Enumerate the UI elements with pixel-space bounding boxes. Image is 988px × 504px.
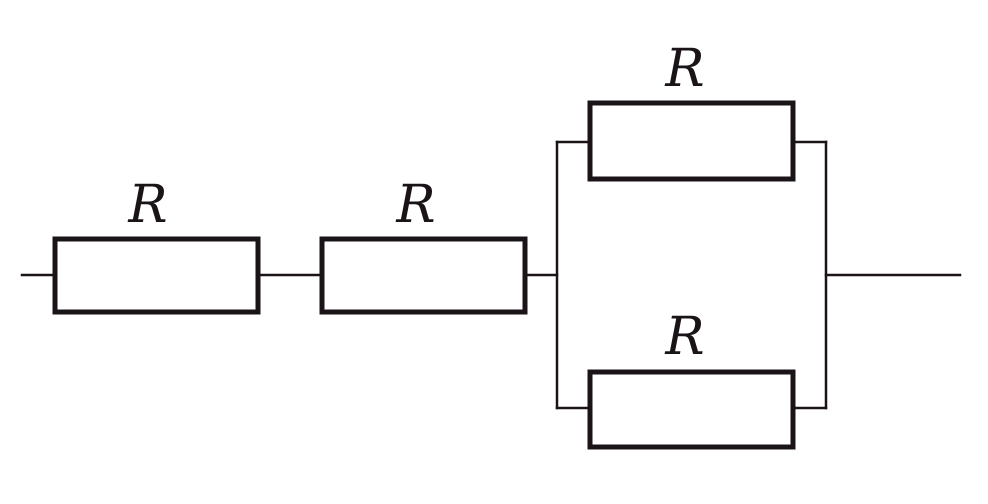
resistor-r3-body <box>587 100 796 182</box>
resistor-r1: R <box>52 175 261 315</box>
resistor-r2-label: R <box>395 175 435 235</box>
resistor-r2: R <box>319 175 528 315</box>
resistor-r3: R <box>587 39 796 182</box>
resistor-r4: R <box>587 307 796 450</box>
resistor-r4-label: R <box>664 307 704 367</box>
resistor-r4-body <box>587 369 796 450</box>
resistor-r1-label: R <box>127 175 167 235</box>
wires <box>20 140 962 410</box>
resistor-r3-label: R <box>664 39 704 99</box>
resistor-r2-body <box>319 236 528 315</box>
resistor-r1-body <box>52 236 261 315</box>
